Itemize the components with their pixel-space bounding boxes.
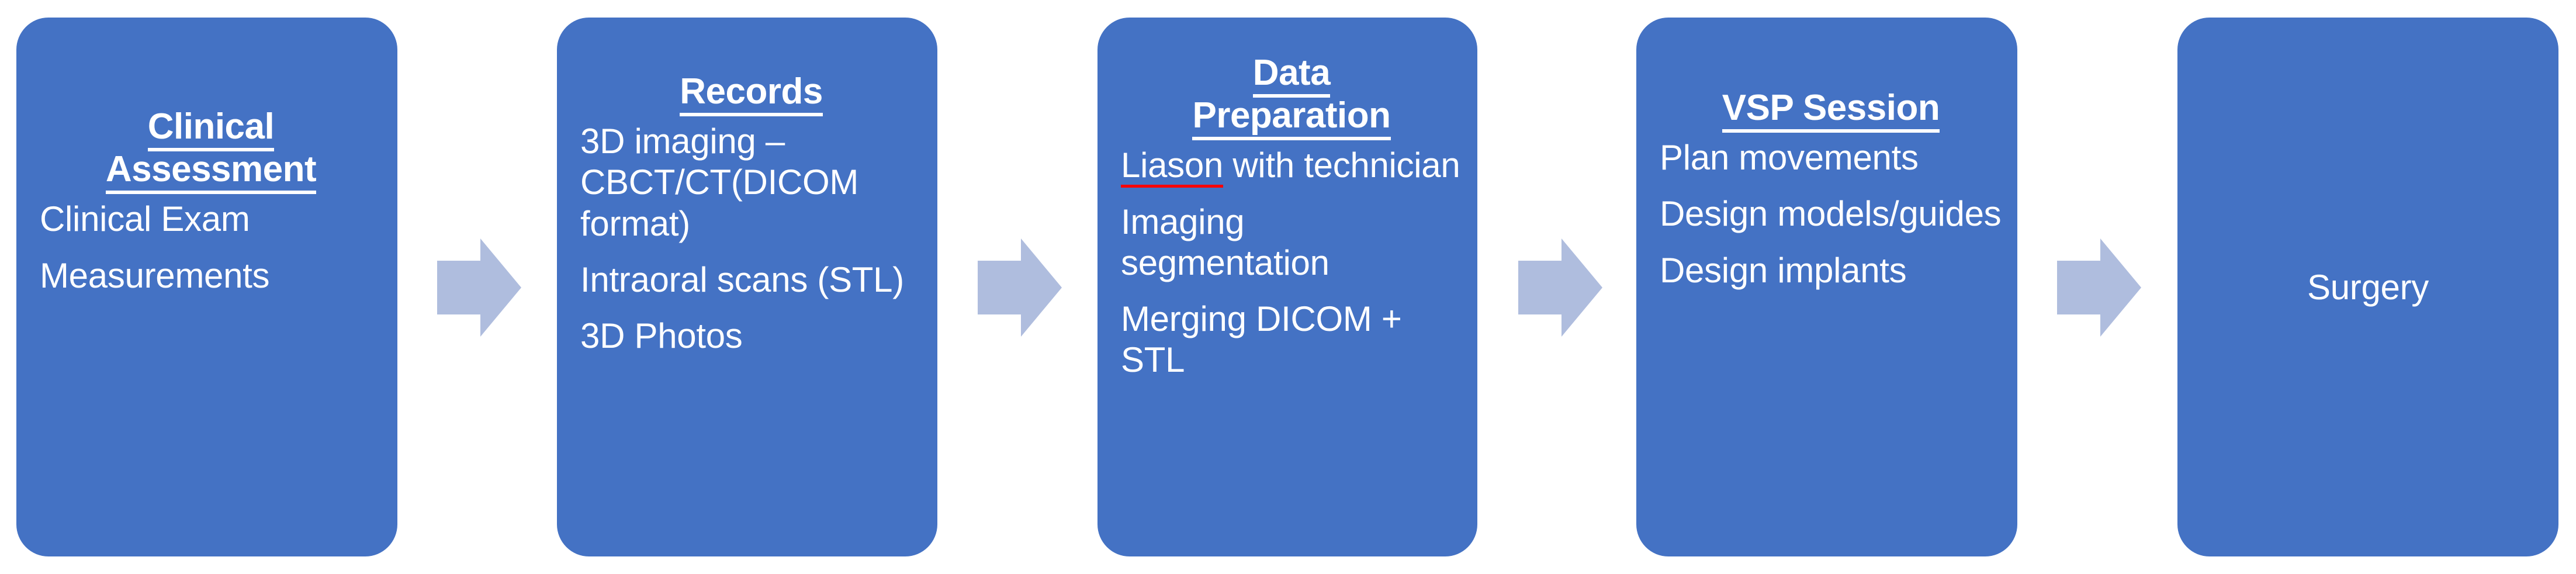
node-title-clinical-assessment: Clinical Assessment xyxy=(40,105,382,195)
node-item-list: 3D imaging – CBCT/CT(DICOM format) Intra… xyxy=(580,121,922,357)
list-item: 3D Photos xyxy=(580,316,743,355)
flow-node-records[interactable]: Records 3D imaging – CBCT/CT(DICOM forma… xyxy=(557,18,937,556)
misspelled-word: Liason xyxy=(1121,146,1223,188)
node-content: Data Preparation Liason with technician … xyxy=(1121,51,1462,381)
list-item: Design implants xyxy=(1660,250,1907,290)
arrow-4-connector xyxy=(2057,238,2141,337)
flow-node-vsp-session[interactable]: VSP Session Plan movements Design models… xyxy=(1636,18,2017,556)
arrow-3-connector xyxy=(1518,238,1602,337)
arrow-2-connector xyxy=(978,238,1062,337)
list-item: Plan movements xyxy=(1660,138,1919,178)
flow-node-data-preparation[interactable]: Data Preparation Liason with technician … xyxy=(1097,18,1477,556)
node-content: Records 3D imaging – CBCT/CT(DICOM forma… xyxy=(580,70,922,357)
list-item: Intraoral scans (STL) xyxy=(580,260,904,299)
node-title-line: Clinical xyxy=(147,106,275,151)
list-item: Measurements xyxy=(40,255,270,295)
list-item-rest: with technician xyxy=(1223,146,1460,185)
node-title-records: Records xyxy=(580,70,922,116)
list-item: 3D imaging – CBCT/CT(DICOM format) xyxy=(580,122,859,243)
node-content: Clinical Assessment Clinical Exam Measur… xyxy=(40,105,382,296)
node-label-surgery: Surgery xyxy=(2307,267,2429,307)
node-title-line: Data xyxy=(1252,53,1331,98)
node-item-list: Plan movements Design models/guides Desi… xyxy=(1660,137,2002,291)
node-content: VSP Session Plan movements Design models… xyxy=(1660,87,2002,291)
list-item: Clinical Exam xyxy=(40,199,250,239)
right-arrow-icon xyxy=(437,238,521,337)
list-item: Design models/guides xyxy=(1660,194,2002,234)
node-title-line: Records xyxy=(680,71,823,116)
list-item: Merging DICOM + STL xyxy=(1121,299,1402,380)
node-item-list: Liason with technician Imaging segmentat… xyxy=(1121,145,1462,381)
right-arrow-icon xyxy=(1518,238,1602,337)
right-arrow-icon xyxy=(2057,238,2141,337)
node-title-data-preparation: Data Preparation xyxy=(1121,51,1462,141)
right-arrow-icon xyxy=(978,238,1062,337)
list-item: Imaging segmentation xyxy=(1121,202,1329,282)
arrow-1-connector xyxy=(437,238,521,337)
node-item-list: Clinical Exam Measurements xyxy=(40,199,382,296)
flow-node-clinical-assessment[interactable]: Clinical Assessment Clinical Exam Measur… xyxy=(16,18,397,556)
node-title-line: VSP Session xyxy=(1722,88,1940,133)
node-title-line: Preparation xyxy=(1192,95,1391,141)
flow-node-surgery[interactable]: Surgery xyxy=(2177,18,2558,556)
node-title-vsp-session: VSP Session xyxy=(1660,87,2002,133)
list-item: Liason with technician xyxy=(1121,145,1462,188)
node-title-line: Assessment xyxy=(105,149,317,195)
